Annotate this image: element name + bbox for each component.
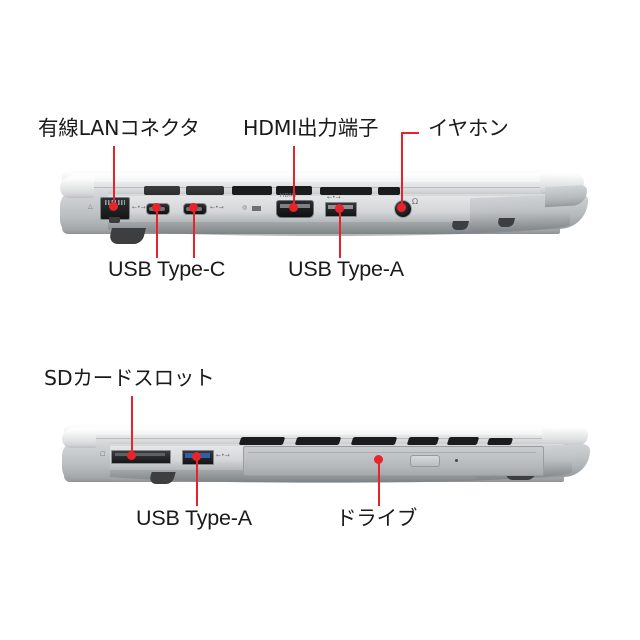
base-underside-shadow [78, 212, 570, 236]
label-usb-c: USB Type-C [108, 257, 226, 281]
label-lan: 有線LANコネクタ [38, 116, 200, 140]
rubber-foot [148, 472, 176, 484]
leader-line-usb-c-2 [193, 212, 195, 258]
label-earphone: イヤホン [428, 116, 509, 140]
leader-dot-sd [127, 451, 136, 460]
headphone-icon: Ω [412, 197, 419, 206]
vent-slot [320, 187, 372, 195]
lid-highlight [70, 173, 548, 182]
leader-dot-usb-a-front [192, 452, 201, 461]
leader-dot-usb-a-rear [335, 204, 344, 213]
leader-dot-earphone [397, 203, 406, 212]
label-usb-a-front: USB Type-A [136, 506, 252, 530]
rj45-tab [109, 217, 120, 223]
usb-icon: ←•→ [327, 194, 341, 201]
hdmi-label-etch: HDMI [280, 193, 297, 199]
drive-emergency-eject-hole [455, 459, 458, 462]
sd-slot-inner [115, 453, 165, 456]
leader-line-sd [131, 396, 133, 454]
port-sd-card-slot [111, 450, 171, 464]
leader-line-hdmi [293, 146, 295, 204]
rubber-foot [108, 228, 146, 244]
vent-slot [232, 186, 272, 195]
optical-drive-tray [243, 446, 544, 476]
leader-line-earphone [401, 132, 403, 204]
vent-slot [186, 186, 224, 195]
leader-line-drive [378, 462, 380, 506]
leader-dot-usb-c-1 [152, 203, 161, 212]
leader-line-usb-c-1 [156, 212, 158, 258]
leader-dot-drive [374, 455, 383, 464]
leader-line-lan [113, 146, 115, 201]
vent-slot [406, 437, 440, 445]
label-usb-a-rear: USB Type-A [288, 257, 404, 281]
warning-icon: △ [88, 203, 93, 210]
sd-card-icon: ☐ [100, 451, 106, 458]
vent-slot [486, 438, 514, 445]
usb-icon: ←•→ [210, 204, 224, 211]
leader-elbow-earphone [401, 132, 419, 134]
label-drive: ドライブ [336, 506, 418, 530]
lid-highlight-2 [72, 427, 550, 435]
lid-right-tip-2 [542, 426, 588, 446]
vent-slot [446, 437, 480, 445]
leader-dot-lan [109, 202, 118, 211]
drive-seam [248, 452, 536, 453]
vent-slot [378, 187, 400, 195]
usb-icon: ←•→ [132, 204, 146, 211]
vent-slot [294, 437, 342, 445]
drive-eject-button[interactable] [410, 455, 440, 467]
label-hdmi: HDMI出力端子 [243, 116, 379, 140]
leader-dot-hdmi [289, 203, 298, 212]
power-icon: ◎ [242, 204, 248, 211]
lid-left-corner-2 [62, 428, 96, 448]
battery-icon [252, 206, 261, 211]
vent-slot [350, 437, 398, 445]
vent-slot [238, 437, 286, 445]
leader-line-usb-a-rear [339, 213, 341, 258]
lid-left-corner [60, 176, 94, 198]
vent-slot [144, 186, 180, 195]
leader-line-usb-a-front [196, 460, 198, 506]
usb-icon: ←•→ [216, 452, 230, 459]
label-sd-card-slot: SDカードスロット [44, 366, 215, 390]
leader-dot-usb-c-2 [189, 203, 198, 212]
